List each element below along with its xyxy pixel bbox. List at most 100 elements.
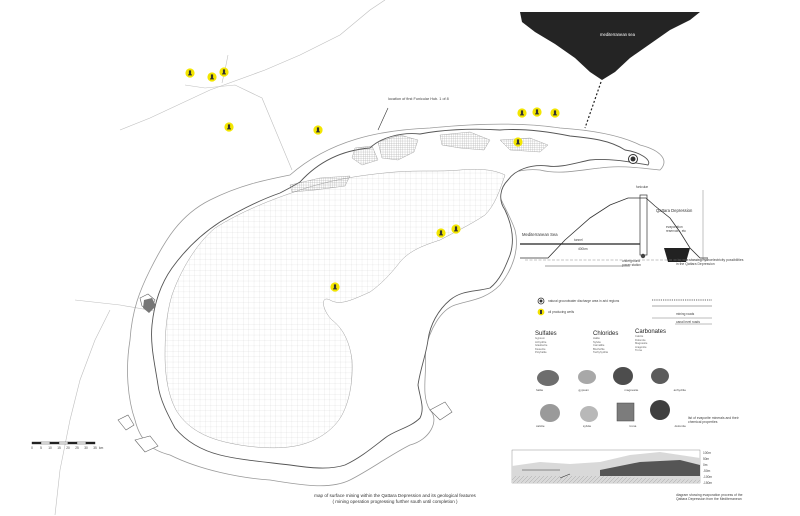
column-title-chlorides: Chlorides [593,331,619,337]
mine-icon [513,137,523,147]
mineral-name: Kieserite [535,347,546,351]
mineral-row-1-labels: halite gypsum magnesite anhydrite [536,388,686,392]
spring-icon [628,154,638,164]
section-top-label: funicular [636,185,649,189]
mineral-name: Magnesite [635,342,648,346]
section-caption: diagram showing hydroelectricity possibi… [676,258,743,267]
mineral-label: sylvite [582,424,592,428]
mineral-caption: list of evaporite minerals and their che… [688,416,739,425]
mineral-name: Anhydrite [535,340,547,344]
scale-tick-label: 10 [48,446,52,450]
terrain-outline [127,123,665,487]
scale-segment [85,441,96,445]
oil-well-markers [185,67,560,292]
spring-icon [537,297,545,305]
mine-icon [532,107,542,117]
scale-segment [76,441,87,445]
profile-caption: diagram showing evaporation process of t… [676,493,743,502]
section-right-label: Qattara Depression [656,208,693,213]
mine-icon [537,308,545,316]
mineral-name: Glauberite [535,344,548,348]
scale-unit: km [99,446,104,450]
active-mining-areas [289,131,549,193]
legend-right-1: mining roads [676,312,695,316]
mineral-name: Calcite [635,335,644,338]
sea-label: mediterranean sea [600,32,636,37]
section-mid-3: underground [622,259,640,263]
scale-tick-label: 15 [57,446,61,450]
mineral-label: calcite [536,424,545,428]
mine-icon [219,67,229,77]
mineral-label: dolomite [674,424,686,428]
mine-icon [185,68,195,78]
mineral-name: Bischofite [593,347,605,351]
section-mid-4: power station [622,263,641,267]
section-note-1: evaporation [666,225,683,229]
mineral-name: Tachyhydrite [593,351,609,355]
profile-scale-5: -100m [703,475,712,479]
mineral-caption-1: list of evaporite minerals and their [688,416,739,420]
scale-tick-label: 25 [75,446,79,450]
legend-label-1: natural groundwater discharge area in ar… [548,299,620,303]
mediterranean-sea [520,12,700,80]
mineral-name: Sylvite [593,340,601,344]
mineral-name: Dolomite [635,338,646,342]
scale-tick-label: 35 [93,446,97,450]
mineral-name: Aragonite [635,345,647,349]
scale-tick-label: 0 [31,446,33,450]
mining-grid [164,169,506,448]
scale-segment [31,441,42,445]
column-title-sulfates: Sulfates [535,331,557,337]
scale-segment [49,441,60,445]
mineral-row-2-labels: calcite sylvite trona dolomite [536,424,686,428]
section-caption-2: in the Qattara Depression [676,262,715,267]
column-title-carbonates: Carbonates [635,329,667,335]
section-mid-1: tunnel [574,238,583,242]
mineral-label: trona [629,424,637,428]
scale-segment [58,441,69,445]
mine-icon [517,108,527,118]
mine-icon [451,224,461,234]
mineral-name: Trona [635,349,642,353]
profile-scale-6: -150m [703,481,712,485]
legend-label-2: oil producing wells [548,310,574,314]
scale-segment [40,441,51,445]
scale-tick-label: 30 [84,446,88,450]
evaporation-profile: 100m 50m 0m -50m -100m -150m [511,449,712,485]
scale-tick-label: 20 [66,446,70,450]
section-note-2: reservoirs, etc [666,229,686,233]
hub-pointer-line [377,107,389,131]
scale-tick-label: 5 [40,446,42,450]
mineral-name: Gypsum [535,337,546,340]
mine-icon [550,108,560,118]
map-caption-line-2: ( mining operation progressing further s… [332,499,458,504]
profile-scale-1: 100m [703,451,711,455]
section-caption-1: diagram showing hydroelectricity possibi… [676,258,744,262]
mineral-name: Polyhalite [535,351,547,355]
map-caption: map of surface mining within the Qattara… [300,493,490,505]
profile-scale-3: 0m [703,463,708,467]
legend-right-2: canal level roads [676,320,700,324]
profile-caption-1: diagram showing evaporation process of t… [676,493,743,497]
scale-segment [67,441,78,445]
profile-scale-4: -50m [703,469,711,473]
mineral-name: Carnallite [593,344,605,348]
mine-icon [313,125,323,135]
mineral-label: halite [536,388,544,392]
sea-pointer-line [584,81,602,129]
mineral-samples [537,367,670,422]
hydro-section-diagram: Mediterranean Sea Qattara Depression fun… [520,185,708,267]
spring-marker-lake [143,298,156,313]
hub-label: location of first Funicular Hub. 1 of 8 [388,97,449,101]
mine-icon [224,122,234,132]
mineral-caption-2: chemical properties [688,420,718,425]
mineral-label: anhydrite [673,388,686,392]
section-left-label: Mediterranean Sea [522,232,558,237]
profile-caption-2: Qattara Depression from the Mediterranea… [676,497,742,502]
map-caption-line-1: map of surface mining within the Qattara… [314,493,476,498]
